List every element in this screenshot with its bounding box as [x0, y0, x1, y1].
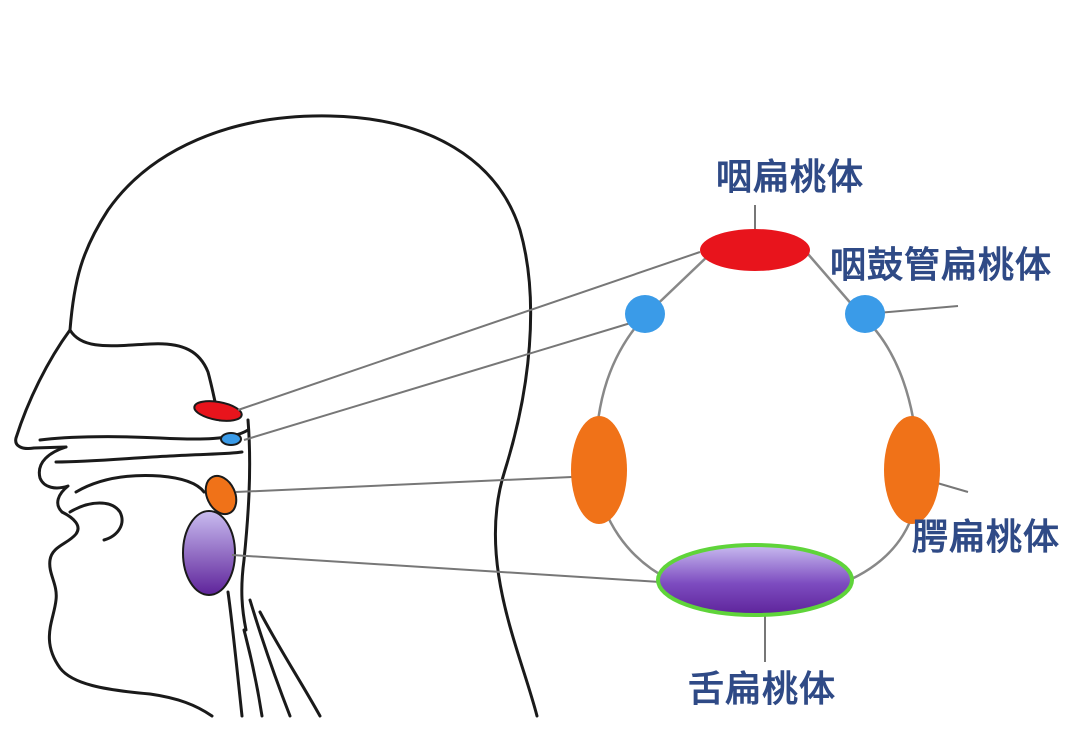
- leader-pharyngeal: [237, 251, 701, 411]
- head-outline: [14, 114, 539, 718]
- throat-outline-2: [258, 610, 322, 718]
- tonsil-ring: [571, 229, 940, 617]
- head-tubal-tonsil: [220, 432, 242, 446]
- head-pharyngeal-tonsil: [193, 400, 243, 422]
- label-lingual-tonsil: 舌扁桃体: [688, 669, 837, 710]
- leader-tubal: [243, 321, 635, 441]
- tongue-curve-outline: [68, 501, 124, 542]
- tubal-tonsil-right: [845, 295, 885, 333]
- label-tubal-tonsil: 咽鼓管扁桃体: [830, 245, 1053, 286]
- tongue-upper-outline: [74, 474, 206, 494]
- palatine-tonsil-left: [571, 416, 627, 524]
- mouth-chin-outline: [47, 510, 214, 718]
- nose-outline: [37, 445, 70, 514]
- pharyngeal-tonsil: [700, 229, 810, 271]
- head-tonsils: [182, 400, 243, 596]
- neck-front-outline: [242, 628, 264, 718]
- hard-palate-outline: [38, 428, 250, 442]
- nasal-oral-cavity: [38, 328, 322, 718]
- head-profile-outline: [14, 114, 539, 718]
- palate-lower-outline: [54, 450, 244, 464]
- lingual-tonsil: [656, 543, 854, 617]
- label-pharyngeal-tonsil: 咽扁桃体: [716, 157, 865, 198]
- throat-outline-1: [226, 590, 244, 718]
- head-palatine-tonsil: [204, 474, 238, 516]
- nasal-cavity-outline: [68, 328, 222, 422]
- leader-lingual: [231, 554, 661, 583]
- palatine-tonsil-right: [884, 416, 940, 524]
- leader-palatine: [235, 475, 595, 493]
- throat-outline-3: [248, 598, 292, 718]
- head-lingual-tonsil: [182, 510, 236, 596]
- label-palatine-tonsil: 腭扁桃体: [912, 517, 1061, 558]
- tubal-tonsil-left: [625, 295, 665, 333]
